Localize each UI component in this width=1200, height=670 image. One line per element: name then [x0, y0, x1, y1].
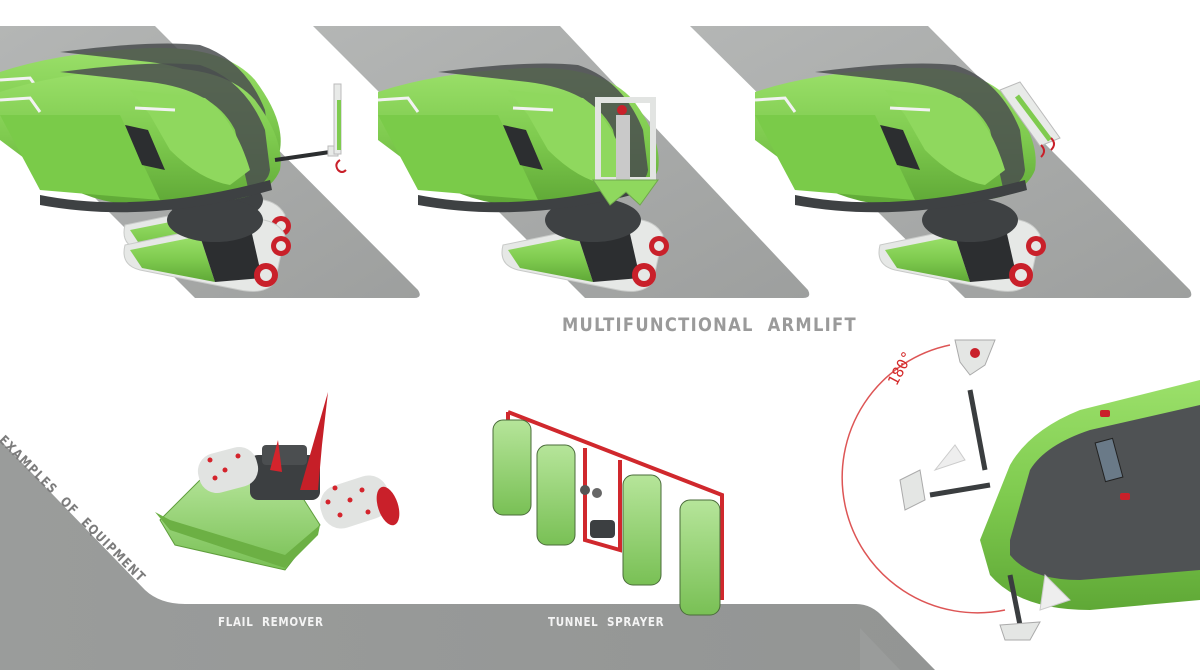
tunnel-sprayer-render [492, 410, 724, 616]
flail-remover-render [155, 392, 400, 571]
caption-tunnel-sprayer: TUNNEL SPRAYER [548, 615, 665, 629]
caption-flail-remover: FLAIL REMOVER [218, 615, 324, 629]
board-title: MULTIFUNCTIONAL ARMLIFT [562, 314, 857, 336]
top-view-render [841, 339, 1200, 641]
